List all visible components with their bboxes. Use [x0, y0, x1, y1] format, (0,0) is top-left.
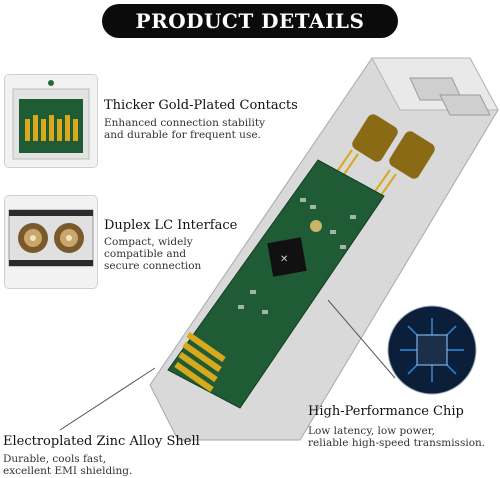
feature-desc-line: reliable high-speed transmission.	[308, 437, 486, 449]
feature-desc-chip: Low latency, low power, reliable high-sp…	[308, 425, 485, 449]
feature-desc-lc-interface: Compact, widely compatible and secure co…	[104, 236, 201, 272]
lc-interface-image	[5, 196, 97, 288]
feature-title-chip: High-Performance Chip	[308, 404, 464, 419]
svg-text:✕: ✕	[280, 254, 288, 265]
feature-desc-line: secure connection	[104, 260, 202, 272]
feature-title-contacts: Thicker Gold-Plated Contacts	[104, 98, 298, 113]
lc-interface-thumbnail	[4, 195, 98, 289]
feature-desc-line: and durable for frequent use.	[104, 129, 261, 141]
feature-desc-line: excellent EMI shielding.	[3, 465, 133, 477]
feature-desc-line: Compact, widely	[104, 236, 193, 248]
feature-desc-line: Enhanced connection stability	[104, 117, 266, 129]
feature-title-shell: Electroplated Zinc Alloy Shell	[3, 434, 200, 449]
feature-desc-line: Low latency, low power,	[308, 425, 435, 437]
feature-desc-line: compatible and	[104, 248, 187, 260]
feature-desc-line: Durable, cools fast,	[3, 453, 107, 465]
page-title: PRODUCT DETAILS	[135, 9, 365, 33]
gold-contacts-image	[5, 75, 97, 167]
title-banner: PRODUCT DETAILS	[102, 4, 398, 38]
feature-desc-contacts: Enhanced connection stability and durabl…	[104, 117, 265, 141]
feature-desc-shell: Durable, cools fast, excellent EMI shiel…	[3, 453, 132, 477]
feature-title-lc-interface: Duplex LC Interface	[104, 218, 238, 233]
gold-contacts-thumbnail	[4, 74, 98, 168]
